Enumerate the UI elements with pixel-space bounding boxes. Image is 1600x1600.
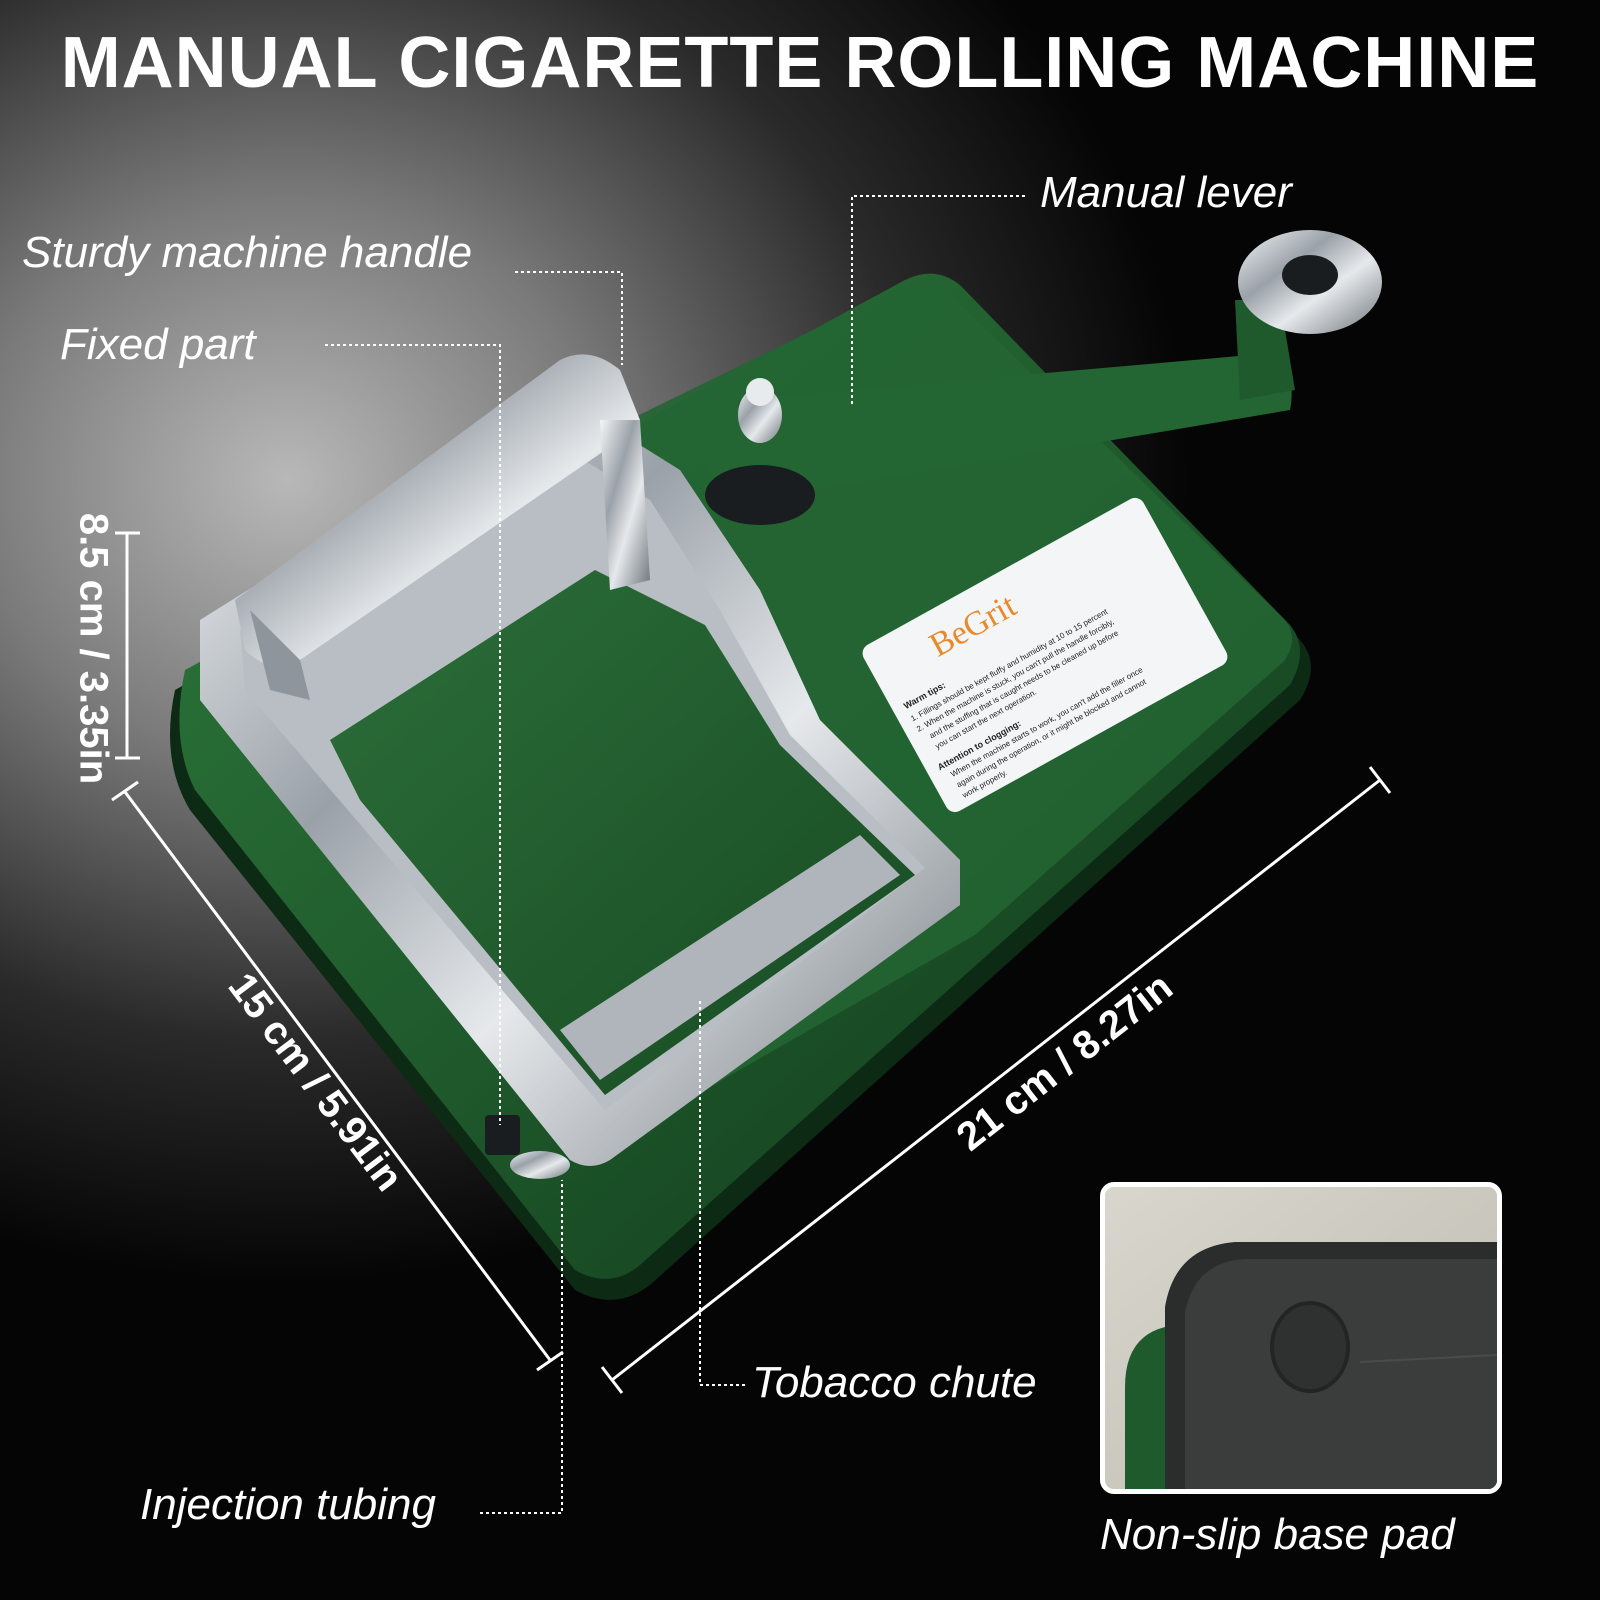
dim-line-length <box>611 778 1381 1382</box>
leader-lines <box>325 195 1025 1514</box>
dim-tick-width-top <box>111 780 139 802</box>
callout-injection-tubing: Injection tubing <box>140 1480 436 1529</box>
crank-lever <box>698 230 1382 525</box>
dimension-lines <box>111 531 1392 1394</box>
dim-tick-width-bottom <box>536 1350 564 1372</box>
dimension-height: 8.5 cm / 3.35in <box>71 512 116 785</box>
machine-handle <box>235 354 650 700</box>
page-title: MANUAL CIGARETTE ROLLING MACHINE <box>60 23 1540 103</box>
dim-tick-length-right <box>1368 766 1392 794</box>
callout-tobacco-chute: Tobacco chute <box>752 1358 1037 1407</box>
callout-sturdy-handle: Sturdy machine handle <box>22 228 473 277</box>
injection-tube <box>485 1115 570 1179</box>
leader-manual-lever <box>851 195 1025 405</box>
base-pad-closeup <box>1105 1187 1497 1489</box>
callout-non-slip-pad: Non-slip base pad <box>1100 1510 1455 1559</box>
leader-tobacco-chute <box>699 1000 745 1386</box>
dim-line-width <box>123 791 552 1361</box>
rubber-foot <box>1270 1301 1350 1393</box>
callout-manual-lever: Manual lever <box>1040 168 1292 217</box>
leader-sturdy-handle <box>515 271 623 365</box>
leader-fixed-part <box>325 344 501 1125</box>
base-pad-inset <box>1100 1182 1502 1494</box>
callout-fixed-part: Fixed part <box>60 320 256 369</box>
dim-tick-length-left <box>600 1366 624 1394</box>
